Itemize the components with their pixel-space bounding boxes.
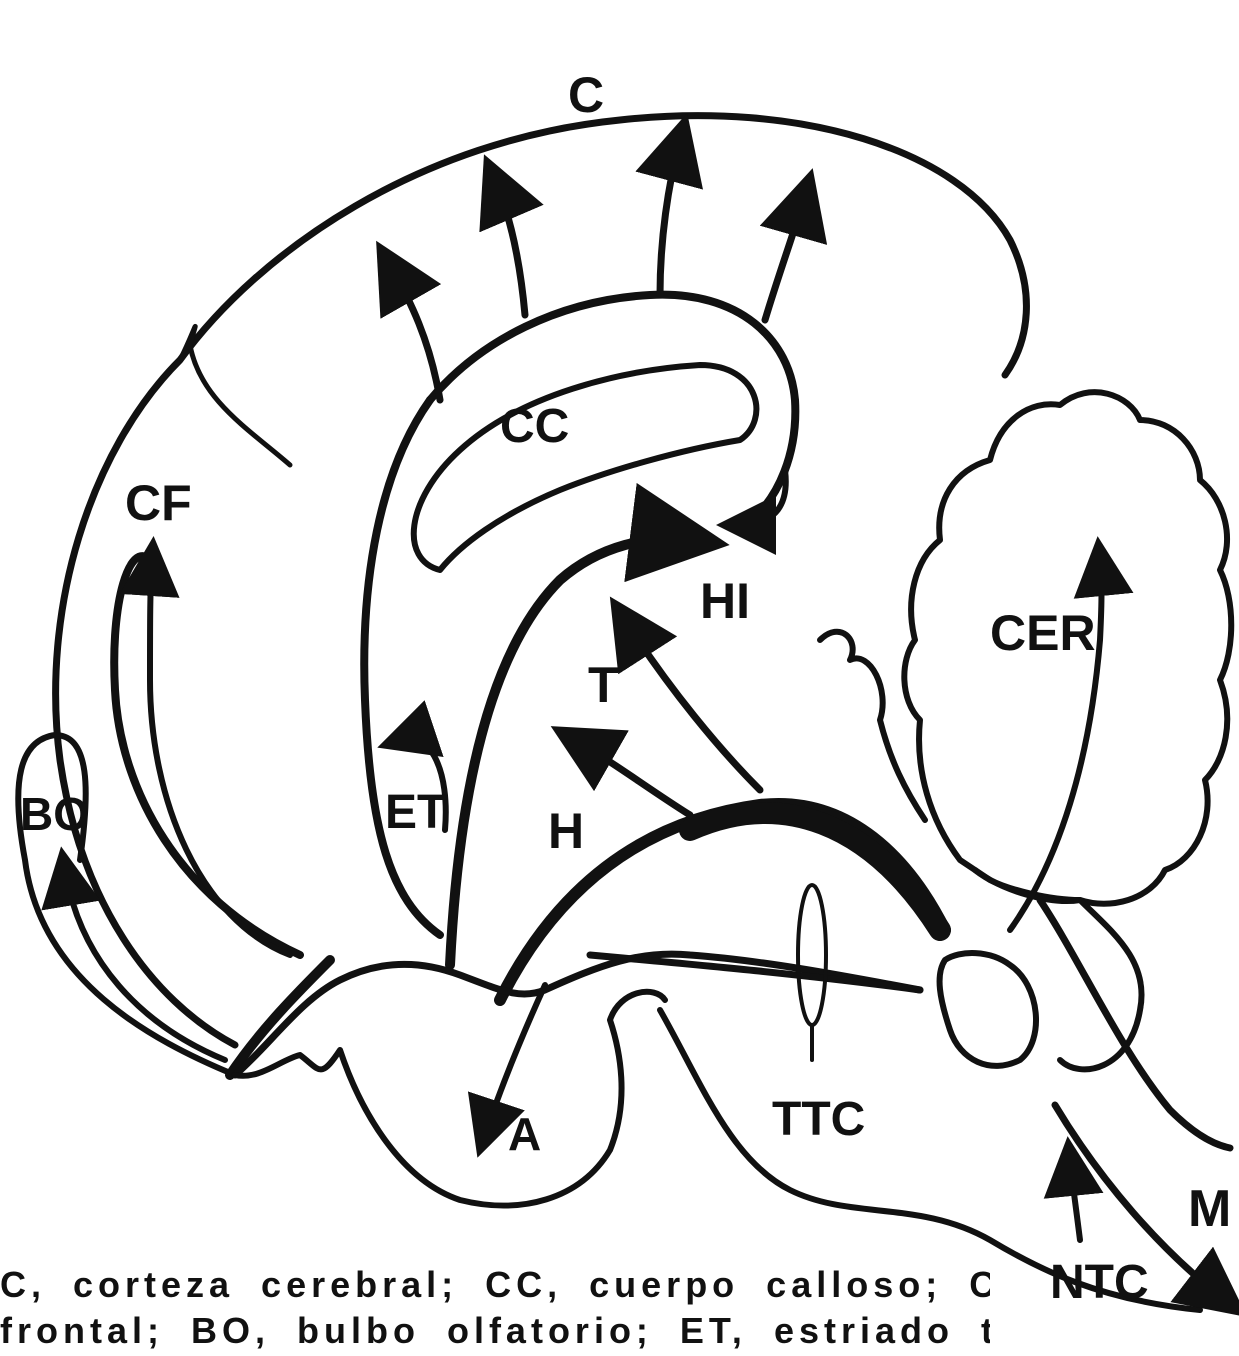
label-corpus-callosum: CC [500,400,569,453]
frontal-cortex-boundary [114,556,300,955]
arrow-to-T [625,620,760,790]
label-cortex: C [568,67,604,123]
label-medulla: M [1188,1180,1231,1238]
label-hippocampus: HI [700,573,750,629]
arrow-to-cortex-1 [390,265,440,400]
label-cerebellum: CER [990,605,1096,661]
arrow-to-cortex-2 [495,180,525,315]
basal-forebrain [235,992,665,1206]
figure-caption: C, corteza cerebral; CC, cuerpo calloso;… [0,1262,990,1356]
arrow-from-NTC [1070,1160,1080,1240]
label-ttc: TTC [772,1093,865,1146]
tectum-outline [820,632,925,820]
corpus-callosum-band [414,365,757,570]
corpus-callosum-outer [430,295,795,525]
label-amygdala: A [508,1108,541,1160]
frontal-fold [180,326,290,465]
pons-bulge [940,953,1036,1066]
caption-line-2: frontal; BO, bulbo olfatorio; ET, estria… [0,1308,990,1354]
label-hypothalamus: H [548,803,584,859]
label-stria-terminalis: ET [385,786,446,839]
ttc-tract [798,885,826,1025]
cortex-outline [56,116,1027,1045]
label-olfactory-bulb: BO [20,788,89,840]
olfactory-tract [230,960,330,1075]
arrow-to-CF [150,560,290,955]
stria-band [690,813,940,930]
label-frontal-cortex: CF [125,475,192,531]
caption-line-1: C, corteza cerebral; CC, cuerpo calloso;… [0,1262,990,1308]
hemisphere-medial-wall [364,400,440,935]
arrow-to-cortex-3 [660,140,680,295]
label-thalamus: T [588,657,619,713]
arrow-to-H [575,740,690,815]
arrow-to-cortex-4 [765,195,805,320]
label-ntc: NTC [1050,1256,1149,1309]
